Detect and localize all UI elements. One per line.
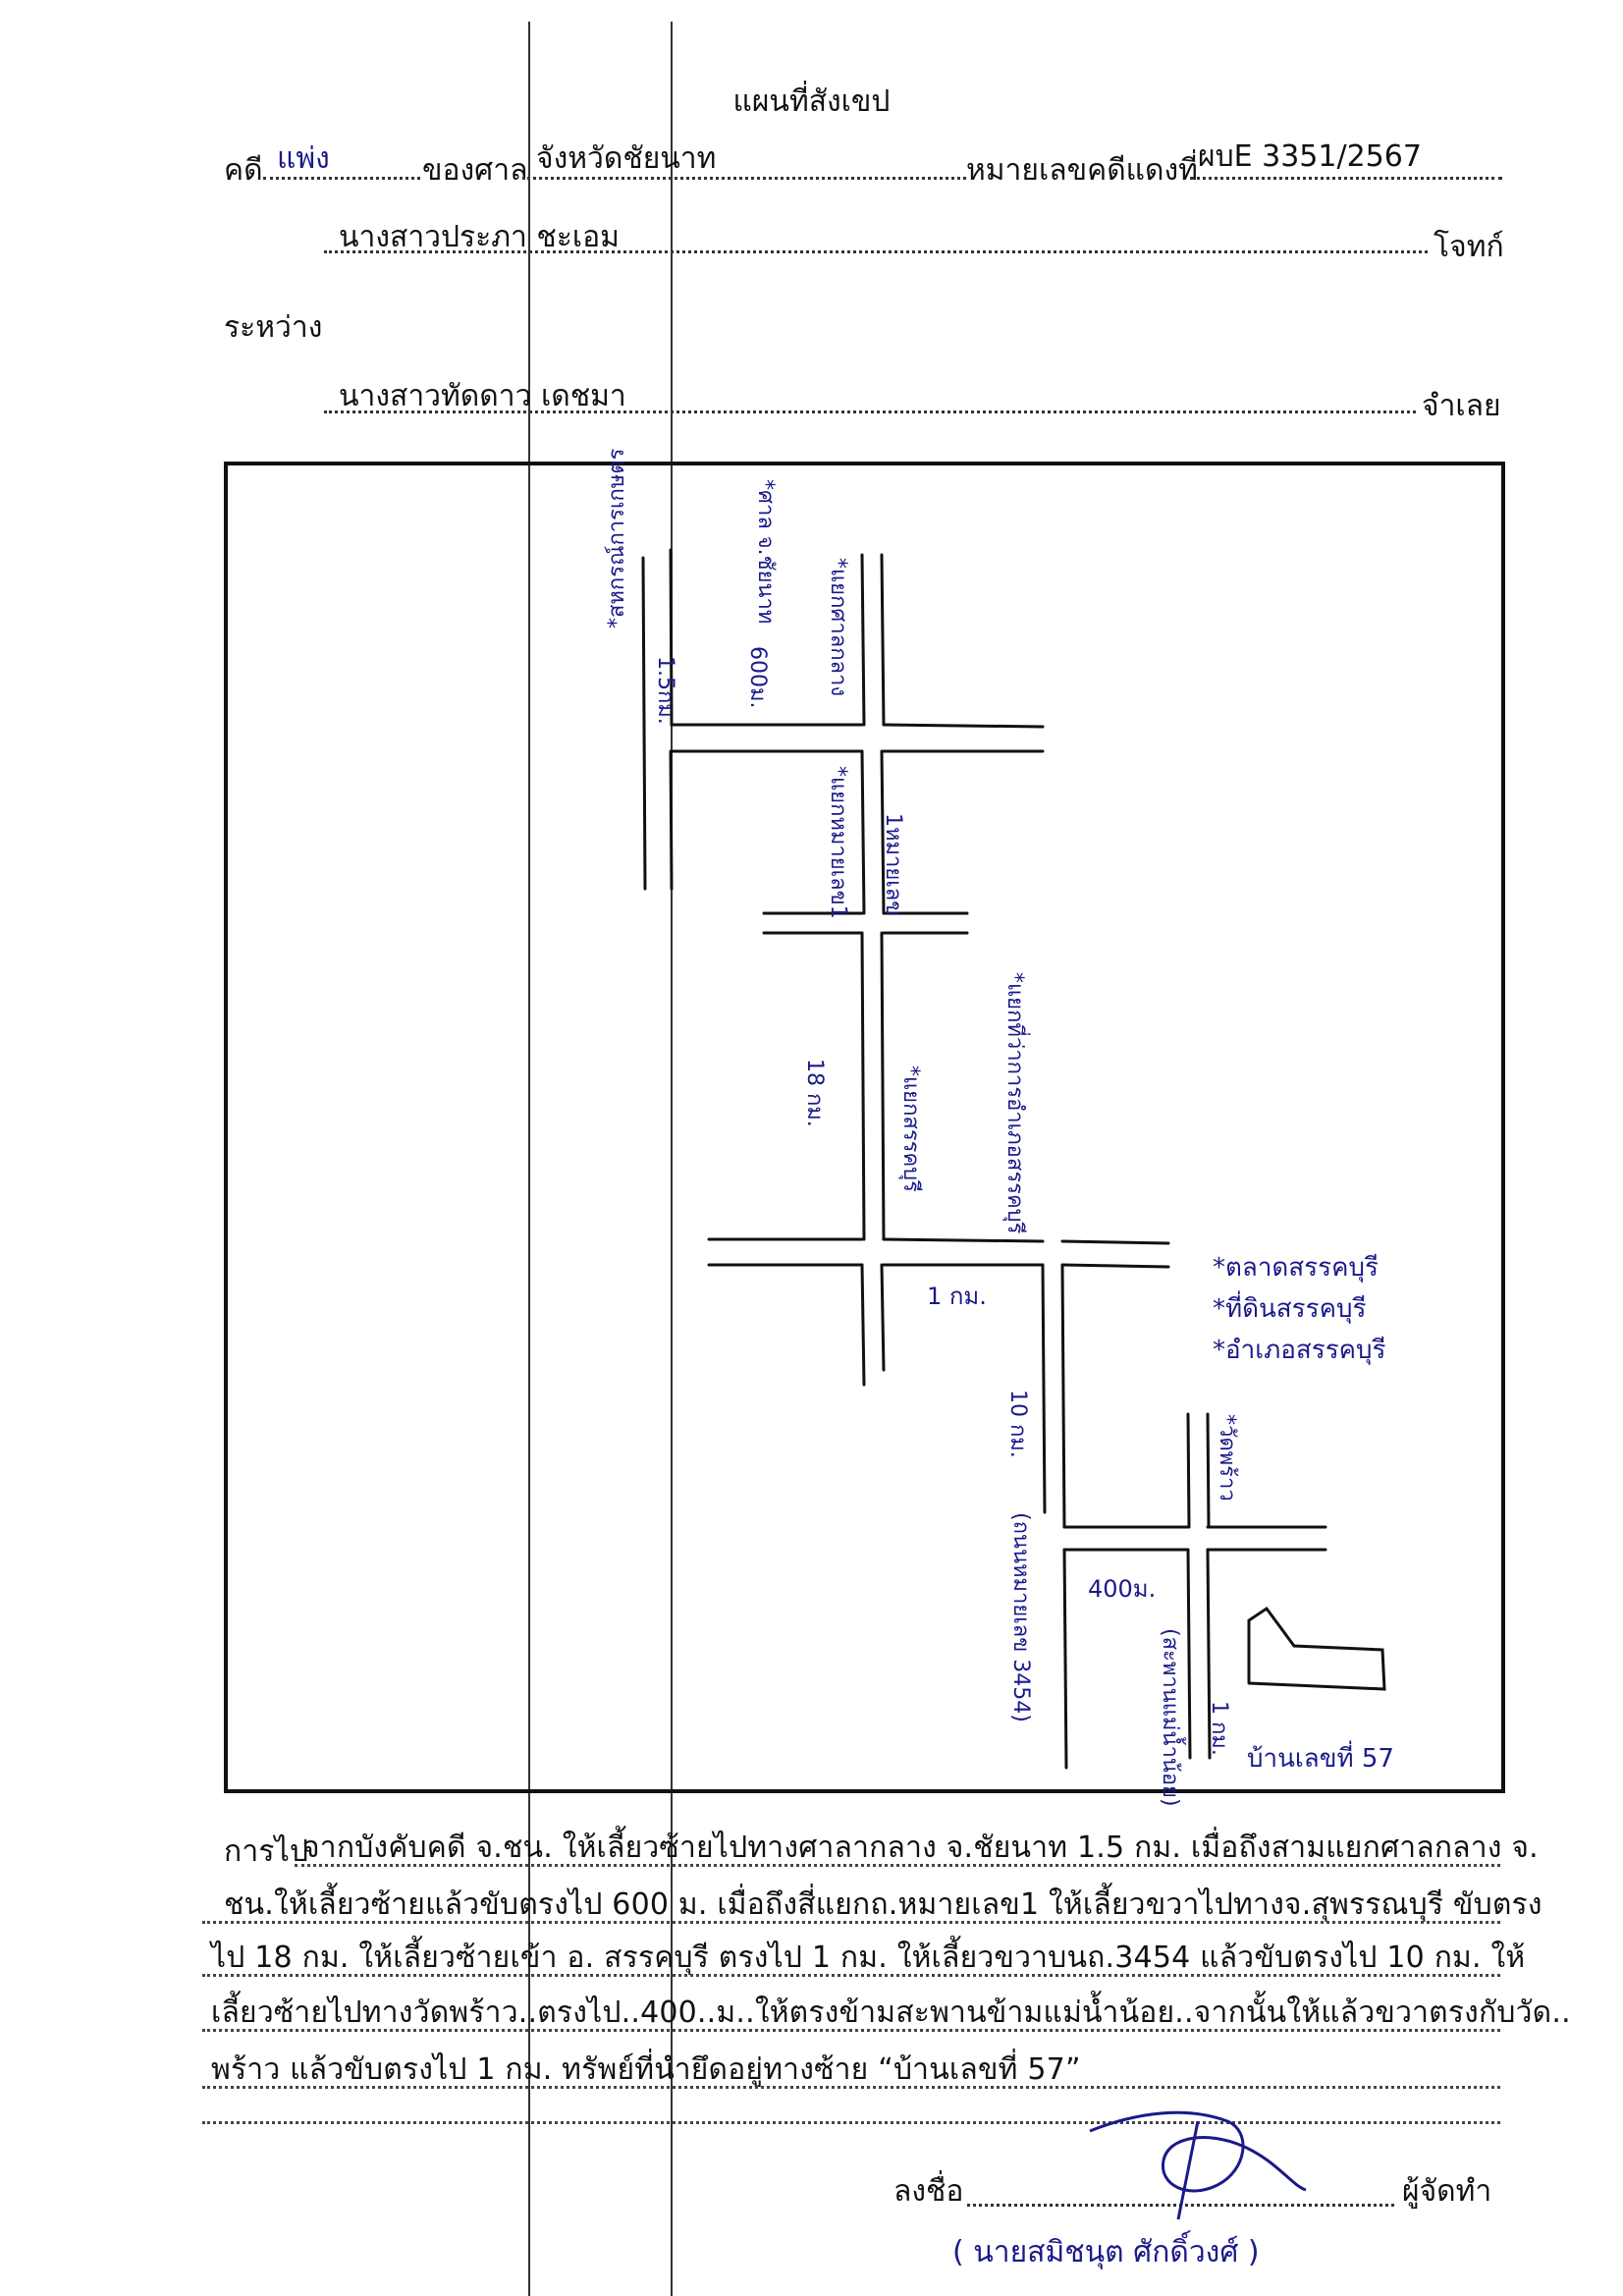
road-h1-right (882, 723, 1045, 729)
road-low-l (1062, 1548, 1068, 1770)
scan-line-left (528, 22, 530, 2296)
road-stub-r (880, 1263, 886, 1372)
page-title: แผนที่สังเขป (732, 84, 891, 119)
label-dist-1b: 1 กม. (1207, 1701, 1231, 1756)
court-label: ของศาล (422, 153, 528, 188)
label-kaset: *สหกรณ์การเกษตร (605, 448, 629, 629)
road-court-left (669, 548, 674, 727)
road-stub-l (860, 1263, 866, 1387)
route-line-5: พร้าว แล้วขับตรงไป 1 กม. ทรัพย์ที่นำยึดอ… (211, 2052, 1081, 2087)
label-junction-sankhaburi-house: *แยกที่ว่าการอำเภอสรรคบุรี (1002, 972, 1027, 1234)
route-dotted-3 (202, 1974, 1500, 1977)
signer-name: ( นายสมิชนุต ศักดิ์วงศ์ ) (952, 2235, 1260, 2269)
label-dist-18: 18 กม. (802, 1059, 827, 1127)
label-district-office: *อำเภอสรรคบุรี (1213, 1336, 1386, 1365)
route-line-1: จากบังคับคดี จ.ชน. ให้เลี้ยวซ้ายไปทางศาล… (302, 1831, 1539, 1865)
label-wat-phrao: *วัดพร้าว (1215, 1414, 1239, 1502)
route-dotted-1 (295, 1864, 1500, 1867)
case-label: คดี (224, 153, 263, 188)
label-dist-10: 10 กม. (1005, 1390, 1030, 1458)
route-label: การไป (224, 1834, 309, 1869)
court-name-line (522, 177, 966, 180)
road-junction1-upper-r (880, 553, 886, 727)
label-court: *ศาล จ.ชัยนาท (753, 479, 778, 625)
house-outline (1247, 1606, 1386, 1691)
road-wat-r-up (1206, 1412, 1211, 1529)
label-market: *ตลาดสรรคบุรี (1213, 1253, 1379, 1283)
label-junction-sankhaburi: *แยกสรรคบุรี (898, 1066, 923, 1192)
road-low-m (1186, 1548, 1192, 1760)
route-dotted-6 (202, 2121, 1500, 2124)
red-number-label: หมายเลขคดีแดงที่ (966, 153, 1198, 188)
scan-line-right (671, 22, 673, 2296)
label-dist-400: 400ม. (1088, 1575, 1157, 1603)
route-dotted-4 (202, 2029, 1500, 2032)
defendant-label: จำเลย (1422, 389, 1501, 423)
case-type: แพ่ง (277, 141, 330, 176)
label-dist-1: 1 กม. (927, 1283, 987, 1310)
road-court-left-lower (669, 749, 674, 891)
label-bridge: (สะพานแม่น้ำน้อย) (1158, 1628, 1182, 1807)
plaintiff-line (324, 250, 1428, 253)
road-v3-l (860, 931, 866, 1241)
court-name: จังหวัดชัยนาท (536, 141, 717, 176)
preparer-label: ผู้จัดทำ (1402, 2174, 1492, 2209)
label-dist-1-5: 1.5กม. (653, 656, 677, 725)
label-dist-600: 600ม. (745, 646, 770, 709)
route-dotted-2 (202, 1921, 1500, 1924)
route-line-4: เลี้ยวซ้ายไปทางวัดพร้าว..ตรงไป..400..ม..… (211, 1995, 1571, 2030)
plaintiff-name: นางสาวประภา ชะเอม (339, 220, 620, 254)
road-kaset (641, 556, 647, 891)
label-land-office: *ที่ดินสรรคบุรี (1213, 1294, 1367, 1324)
case-type-line (263, 177, 420, 180)
road-v2-l (860, 749, 866, 915)
road-3454-l (1041, 1263, 1047, 1514)
road-low-r (1206, 1548, 1212, 1760)
label-road-3454: (ถนนหมายเลข 3454) (1008, 1512, 1033, 1722)
route-dotted-5 (202, 2086, 1500, 2089)
label-junction-no1: *แยกหมายเลข1 (826, 766, 850, 919)
road-wat-l-up (1186, 1412, 1191, 1529)
road-v3-r (880, 931, 886, 1241)
map-frame (224, 462, 1505, 1793)
red-number-line (1190, 177, 1502, 180)
signature-scribble (1089, 2110, 1307, 2220)
label-house: บ้านเลขที่ 57 (1247, 1744, 1394, 1774)
road-v2-r (880, 749, 886, 915)
sign-label: ลงชื่อ (893, 2174, 964, 2209)
route-line-2: ชน.ให้เลี้ยวซ้ายแล้วขับตรงไป 600 ม. เมื่… (224, 1887, 1542, 1922)
label-no1: 1หมายเลข (881, 813, 905, 916)
plaintiff-label: โจทก์ (1434, 230, 1504, 264)
road-h3-r (1060, 1239, 1170, 1245)
red-number: ผบE 3351/2567 (1198, 139, 1422, 174)
road-h3-m (882, 1237, 1045, 1243)
road-h3-r-low (1060, 1263, 1170, 1269)
defendant-name: นางสาวทัดดาว เดชมา (339, 379, 626, 413)
defendant-line (324, 410, 1416, 413)
road-3454-r (1060, 1263, 1066, 1529)
label-junction-court: *แยกศาลกลาง (826, 558, 850, 697)
between-label: ระหว่าง (224, 310, 323, 345)
route-line-3: ไป 18 กม. ให้เลี้ยวซ้ายเข้า อ. สรรคบุรี … (211, 1941, 1526, 1975)
road-junction1-upper (860, 553, 866, 727)
